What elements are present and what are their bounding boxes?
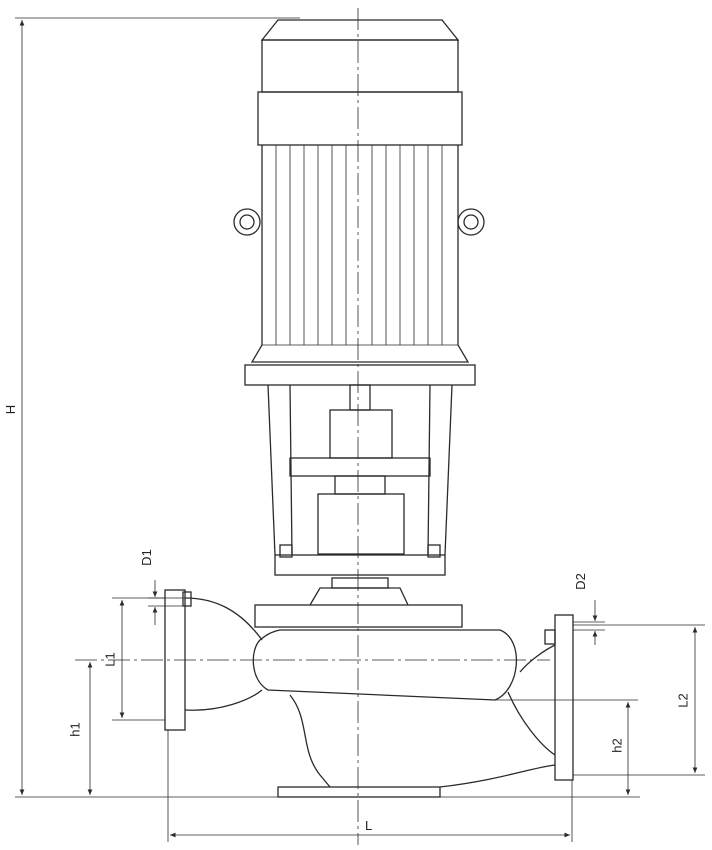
dimension-label-L2: L2 xyxy=(675,693,691,708)
dimension-label-h1: h1 xyxy=(67,722,83,737)
lifting-ring-left xyxy=(233,208,261,236)
dimension-label-H: H xyxy=(3,404,19,415)
lifting-ring-right xyxy=(457,208,485,236)
dimension-label-D2: D2 xyxy=(572,573,588,590)
motor-bracket xyxy=(267,384,453,606)
dimension-label-h2: h2 xyxy=(609,738,625,753)
dimension-label-D1: D1 xyxy=(138,549,154,566)
dimension-label-L: L xyxy=(365,818,373,833)
dimension-lines xyxy=(15,17,705,842)
dimension-label-L1: L1 xyxy=(102,652,118,667)
motor xyxy=(244,19,476,386)
pump-casing xyxy=(164,589,574,798)
